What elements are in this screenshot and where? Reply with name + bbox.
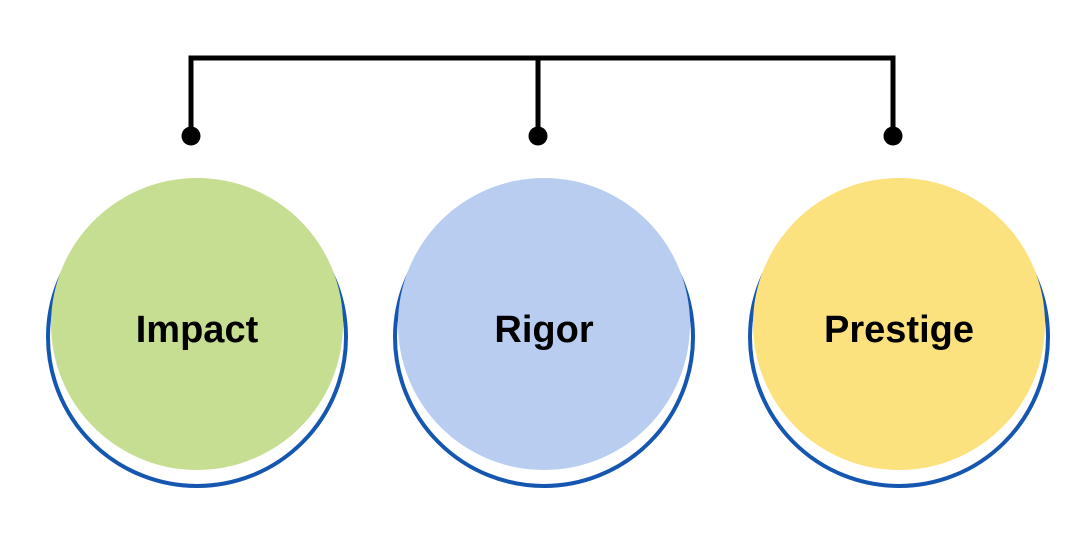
node-label-rigor: Rigor (494, 309, 593, 351)
connector-dot-prestige (883, 126, 903, 146)
node-prestige[interactable]: Prestige (748, 178, 1050, 488)
node-label-prestige: Prestige (824, 309, 974, 351)
node-fill-rigor[interactable] (398, 178, 690, 470)
node-impact[interactable]: Impact (46, 178, 348, 488)
connector-dot-impact (181, 126, 201, 146)
connector-dot-rigor (528, 126, 548, 146)
nodes-group: Impact Rigor Prestige (46, 178, 1050, 488)
connector-lines (188, 55, 896, 136)
node-rigor[interactable]: Rigor (393, 178, 695, 488)
node-label-impact: Impact (136, 309, 259, 351)
connector-dots (181, 126, 903, 146)
node-fill-prestige[interactable] (753, 178, 1045, 470)
node-fill-impact[interactable] (51, 178, 343, 470)
